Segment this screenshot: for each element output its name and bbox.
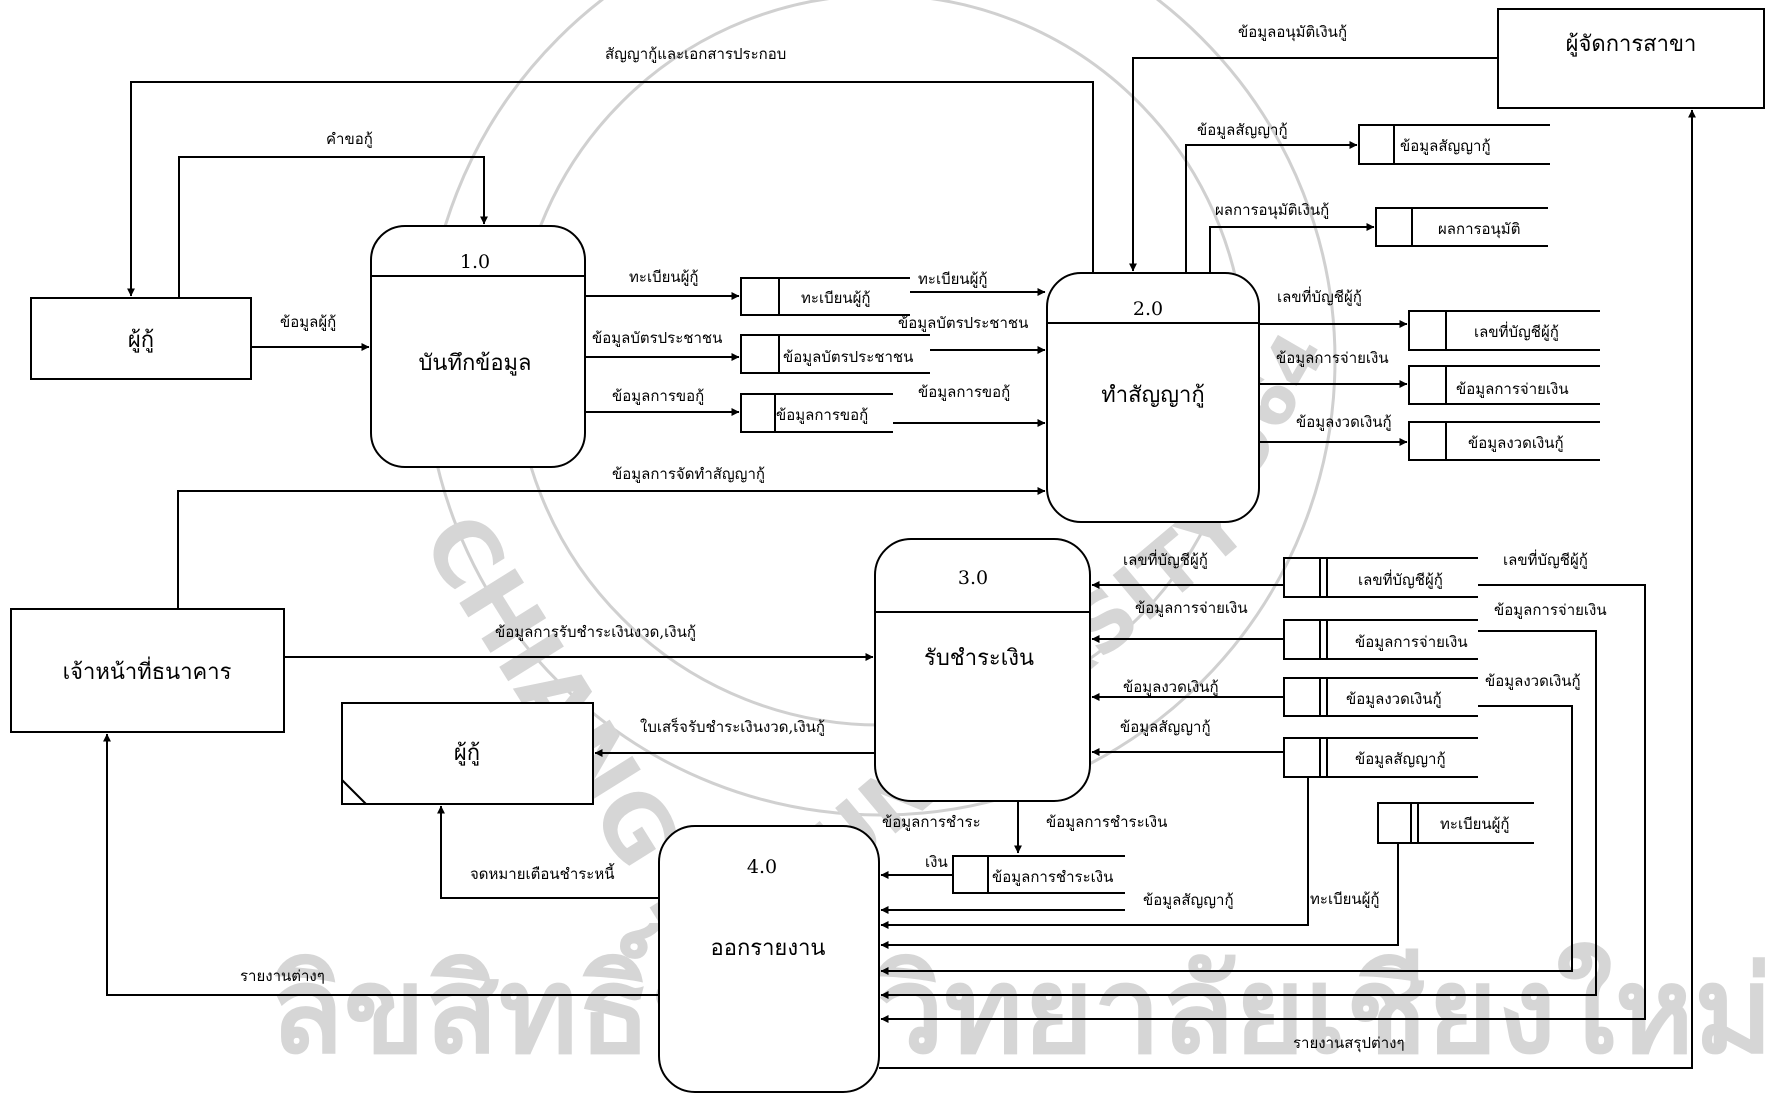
process-2: 2.0 ทำสัญญากู้ [1046, 272, 1260, 523]
entity-bank-officer-label: เจ้าหน้าที่ธนาคาร [63, 656, 232, 685]
copyright-watermark: ลิขสิทธิ์มหาวิทยาลัยเชียงใหม่ [270, 923, 1773, 1081]
flow-installment-right: ข้อมูลงวดเงินกู้ [1485, 672, 1581, 690]
process-3: 3.0 รับชำระเงิน [874, 538, 1091, 802]
process-4-number: 4.0 [747, 856, 777, 878]
process-4: 4.0 ออกรายงาน [658, 825, 880, 1093]
flow-payment-in3: ข้อมูลการจ่ายเงิน [1135, 599, 1248, 617]
process-2-number: 2.0 [1133, 298, 1163, 320]
flow-payment-c: ข้อมูลการชำระเงิน [1046, 813, 1167, 831]
process-2-name: ทำสัญญากู้ [1101, 383, 1204, 408]
datastore-borrower-register-1: ทะเบียนผู้กู้ [740, 277, 910, 316]
datastore-label: ทะเบียนผู้กู้ [801, 289, 871, 307]
process-1-name: บันทึกข้อมูล [418, 351, 531, 376]
flow-register-in: ทะเบียนผู้กู้ [629, 268, 699, 286]
flow-payment-out: ข้อมูลการจ่ายเงิน [1276, 349, 1389, 367]
flow-installment-in3: ข้อมูลงวดเงินกู้ [1123, 678, 1219, 696]
flow-register-out: ทะเบียนผู้กู้ [918, 270, 988, 288]
flow-register-to4: ทะเบียนผู้กู้ [1310, 890, 1380, 908]
entity-branch-manager: ผู้จัดการสาขา [1497, 8, 1765, 109]
datastore-label: ผลการอนุมัติ [1438, 220, 1520, 239]
process-1-number: 1.0 [460, 251, 490, 273]
flow-contract-in3: ข้อมูลสัญญากู้ [1120, 718, 1211, 736]
flow-summary: รายงานสรุปต่างๆ [1293, 1034, 1405, 1053]
process-3-number: 3.0 [958, 567, 988, 589]
datastore-label: เลขที่บัญชีผู้กู้ [1474, 321, 1559, 341]
datastore-label: ข้อมูลการจ่ายเงิน [1355, 633, 1468, 651]
flow-payment-a: ข้อมูลการชำระ [882, 813, 981, 831]
datastore-contract-2: ข้อมูลสัญญากู้ [1358, 124, 1550, 165]
flow-payment-right: ข้อมูลการจ่ายเงิน [1494, 601, 1607, 619]
datastore-payment-2: ข้อมูลการจ่ายเงิน [1408, 365, 1600, 405]
process-3-name: รับชำระเงิน [924, 646, 1034, 671]
flow-installment-out: ข้อมูลงวดเงินกู้ [1296, 413, 1392, 431]
datastore-approval-2: ผลการอนุมัติ [1375, 207, 1548, 247]
process-4-name: ออกรายงาน [711, 936, 826, 961]
datastore-register-4: ทะเบียนผู้กู้ [1377, 802, 1534, 844]
datastore-installment-3: ข้อมูลงวดเงินกู้ [1283, 677, 1478, 717]
flow-reminder: จดหมายเตือนชำระหนี้ [470, 863, 615, 883]
flow-reports: รายงานต่างๆ [240, 967, 325, 985]
datastore-label: ข้อมูลการขอกู้ [776, 406, 868, 424]
flow-receipt: ใบเสร็จรับชำระเงินงวด,เงินกู้ [640, 717, 825, 736]
datastore-label: ข้อมูลบัตรประชาชน [783, 348, 913, 366]
datastore-id-card-1: ข้อมูลบัตรประชาชน [740, 334, 930, 374]
entity-borrower-document-label: ผู้กู้ [454, 741, 480, 766]
datastore-label: ข้อมูลงวดเงินกู้ [1468, 434, 1564, 452]
flow-approval-result: ผลการอนุมัติเงินกู้ [1215, 201, 1329, 220]
datastore-installment-2: ข้อมูลงวดเงินกู้ [1408, 421, 1600, 461]
datastore-label: ข้อมูลสัญญากู้ [1355, 750, 1446, 768]
flow-lines [103, 57, 1696, 1069]
flow-request-out: ข้อมูลการขอกู้ [918, 383, 1010, 401]
flow-contract-prep: ข้อมูลการจัดทำสัญญากู้ [612, 465, 765, 483]
flow-request-in: ข้อมูลการขอกู้ [612, 387, 704, 405]
flow-id-out: ข้อมูลบัตรประชาชน [898, 314, 1028, 332]
flow-payment-b: เงิน [925, 853, 948, 871]
datastore-loan-request-1: ข้อมูลการขอกู้ [740, 393, 893, 433]
flow-contract-out: ข้อมูลสัญญากู้ [1197, 121, 1288, 139]
flow-account-out: เลขที่บัญชีผู้กู้ [1277, 286, 1362, 306]
flow-labels: สัญญากู้และเอกสารประกอบ คำขอกู้ ข้อมูลผู… [240, 23, 1607, 1053]
flow-borrower-info: ข้อมูลผู้กู้ [280, 313, 336, 331]
flow-approval-info: ข้อมูลอนุมัติเงินกู้ [1238, 23, 1347, 42]
flow-loan-request: คำขอกู้ [326, 130, 373, 148]
flow-account-in3: เลขที่บัญชีผู้กู้ [1123, 549, 1208, 569]
datastore-payment-4: ข้อมูลการชำระเงิน [952, 855, 1125, 894]
entity-borrower-document: ผู้กู้ [341, 702, 594, 805]
datastore-label: ข้อมูลการชำระเงิน [992, 868, 1113, 886]
entity-bank-officer: เจ้าหน้าที่ธนาคาร [10, 608, 285, 733]
datastore-label: ข้อมูลสัญญากู้ [1400, 137, 1491, 155]
datastore-label: เลขที่บัญชีผู้กู้ [1358, 569, 1443, 589]
datastore-label: ทะเบียนผู้กู้ [1440, 815, 1510, 833]
entity-borrower-label: ผู้กู้ [128, 328, 154, 353]
flow-id-in: ข้อมูลบัตรประชาชน [592, 329, 722, 347]
datastore-account-3: เลขที่บัญชีผู้กู้ [1283, 557, 1478, 598]
process-1: 1.0 บันทึกข้อมูล [370, 225, 586, 468]
flow-contract-to4: ข้อมูลสัญญากู้ [1143, 891, 1234, 909]
entity-branch-manager-label: ผู้จัดการสาขา [1566, 32, 1697, 57]
datastore-account-2: เลขที่บัญชีผู้กู้ [1408, 310, 1600, 351]
flow-contract-docs: สัญญากู้และเอกสารประกอบ [605, 45, 786, 63]
entity-borrower: ผู้กู้ [30, 297, 252, 380]
datastore-payment-3: ข้อมูลการจ่ายเงิน [1283, 619, 1478, 660]
flow-receive-payment: ข้อมูลการรับชำระเงินงวด,เงินกู้ [495, 623, 696, 641]
flow-account-right: เลขที่บัญชีผู้กู้ [1503, 549, 1588, 569]
datastore-label: ข้อมูลการจ่ายเงิน [1456, 380, 1569, 398]
datastore-label: ข้อมูลงวดเงินกู้ [1346, 690, 1442, 708]
datastore-contract-3: ข้อมูลสัญญากู้ [1283, 737, 1478, 778]
